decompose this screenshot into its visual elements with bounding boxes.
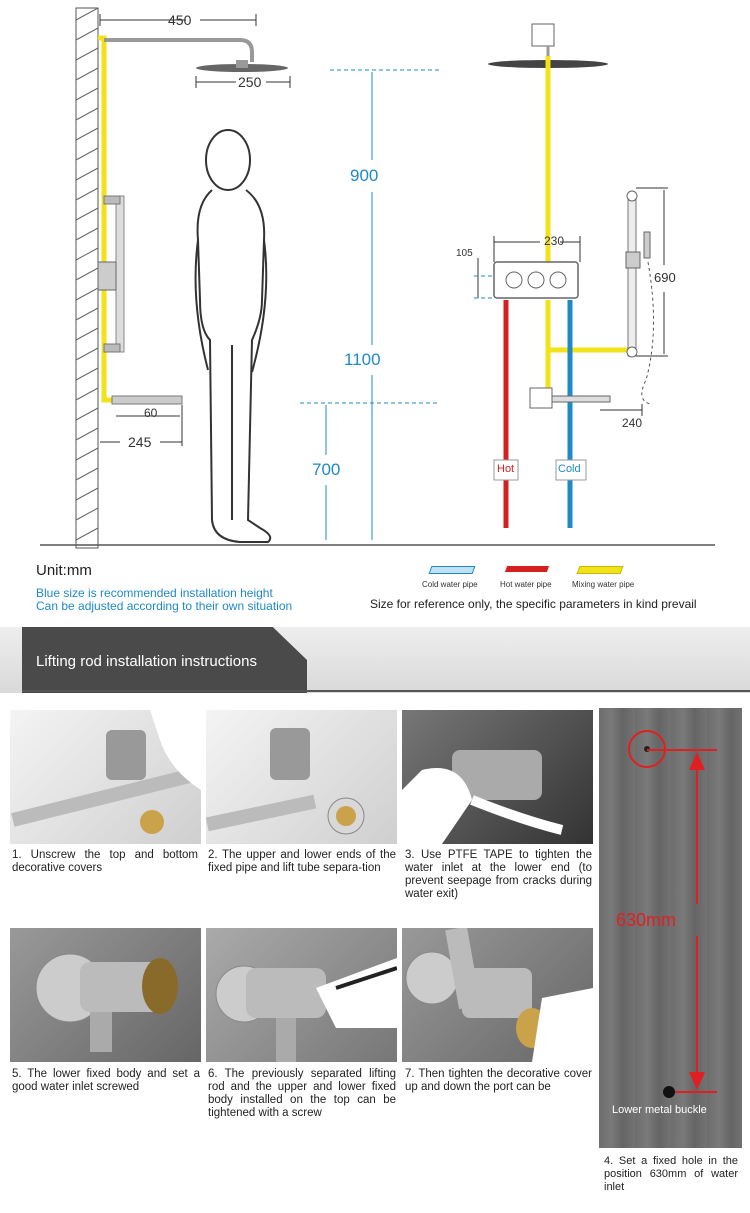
step-5-photo [10,928,201,1062]
legend-mix-label: Mixing water pipe [572,580,635,589]
step-3-photo [402,710,593,844]
dim-60: 60 [144,406,158,420]
dim-250: 250 [238,74,262,90]
legend-mix-swatch [576,566,624,574]
step-2-caption: 2. The upper and lower ends of the fixed… [208,849,396,874]
legend-hot-label: Hot water pipe [500,580,552,589]
human-figure [194,129,272,543]
step-2-photo [206,710,397,844]
step-5-caption: 5. The lower fixed body and set a good w… [12,1068,200,1093]
step-3-caption: 3. Use PTFE TAPE to tighten the water in… [405,849,592,900]
step-1-photo [10,710,201,844]
banner-title-plate [22,627,307,693]
dim-450: 450 [168,12,192,28]
hot-pipe-label: Hot [497,463,515,475]
note-line-1: Blue size is recommended installation he… [36,586,273,600]
cold-pipe-label: Cold [558,463,581,475]
dim-900: 900 [350,166,379,185]
wall-panel-photo [599,708,742,1148]
banner-title: Lifting rod installation instructions [36,653,257,670]
dim-1100: 1100 [344,350,381,369]
dim-245: 245 [128,434,152,450]
step-1-caption: 1. Unscrew the top and bottom decorative… [12,849,198,874]
step-7-photo [402,928,593,1062]
installation-diagram [40,7,715,549]
dim-690: 690 [654,270,676,285]
step-6-caption: 6. The previously separated lifting rod … [208,1068,396,1119]
dim-230: 230 [544,234,565,248]
banner-divider [22,690,750,692]
unit-label: Unit:mm [36,562,92,579]
reference-note: Size for reference only, the specific pa… [370,597,697,611]
step-4-caption: 4. Set a fixed hole in the position 630m… [604,1155,738,1193]
step-7-caption: 7. Then tighten the decorative cover up … [405,1068,592,1093]
note-line-2: Can be adjusted according to their own s… [36,599,293,613]
dim-240: 240 [622,416,643,430]
dim-700: 700 [312,460,341,479]
legend-cold-label: Cold water pipe [422,580,478,589]
distance-label: 630mm [616,910,677,930]
legend-hot-swatch [504,566,550,572]
lower-buckle-label: Lower metal buckle [612,1104,707,1116]
dim-105: 105 [456,248,473,259]
step-6-photo [206,928,397,1062]
legend-cold-swatch [428,566,476,574]
wall [75,7,99,549]
